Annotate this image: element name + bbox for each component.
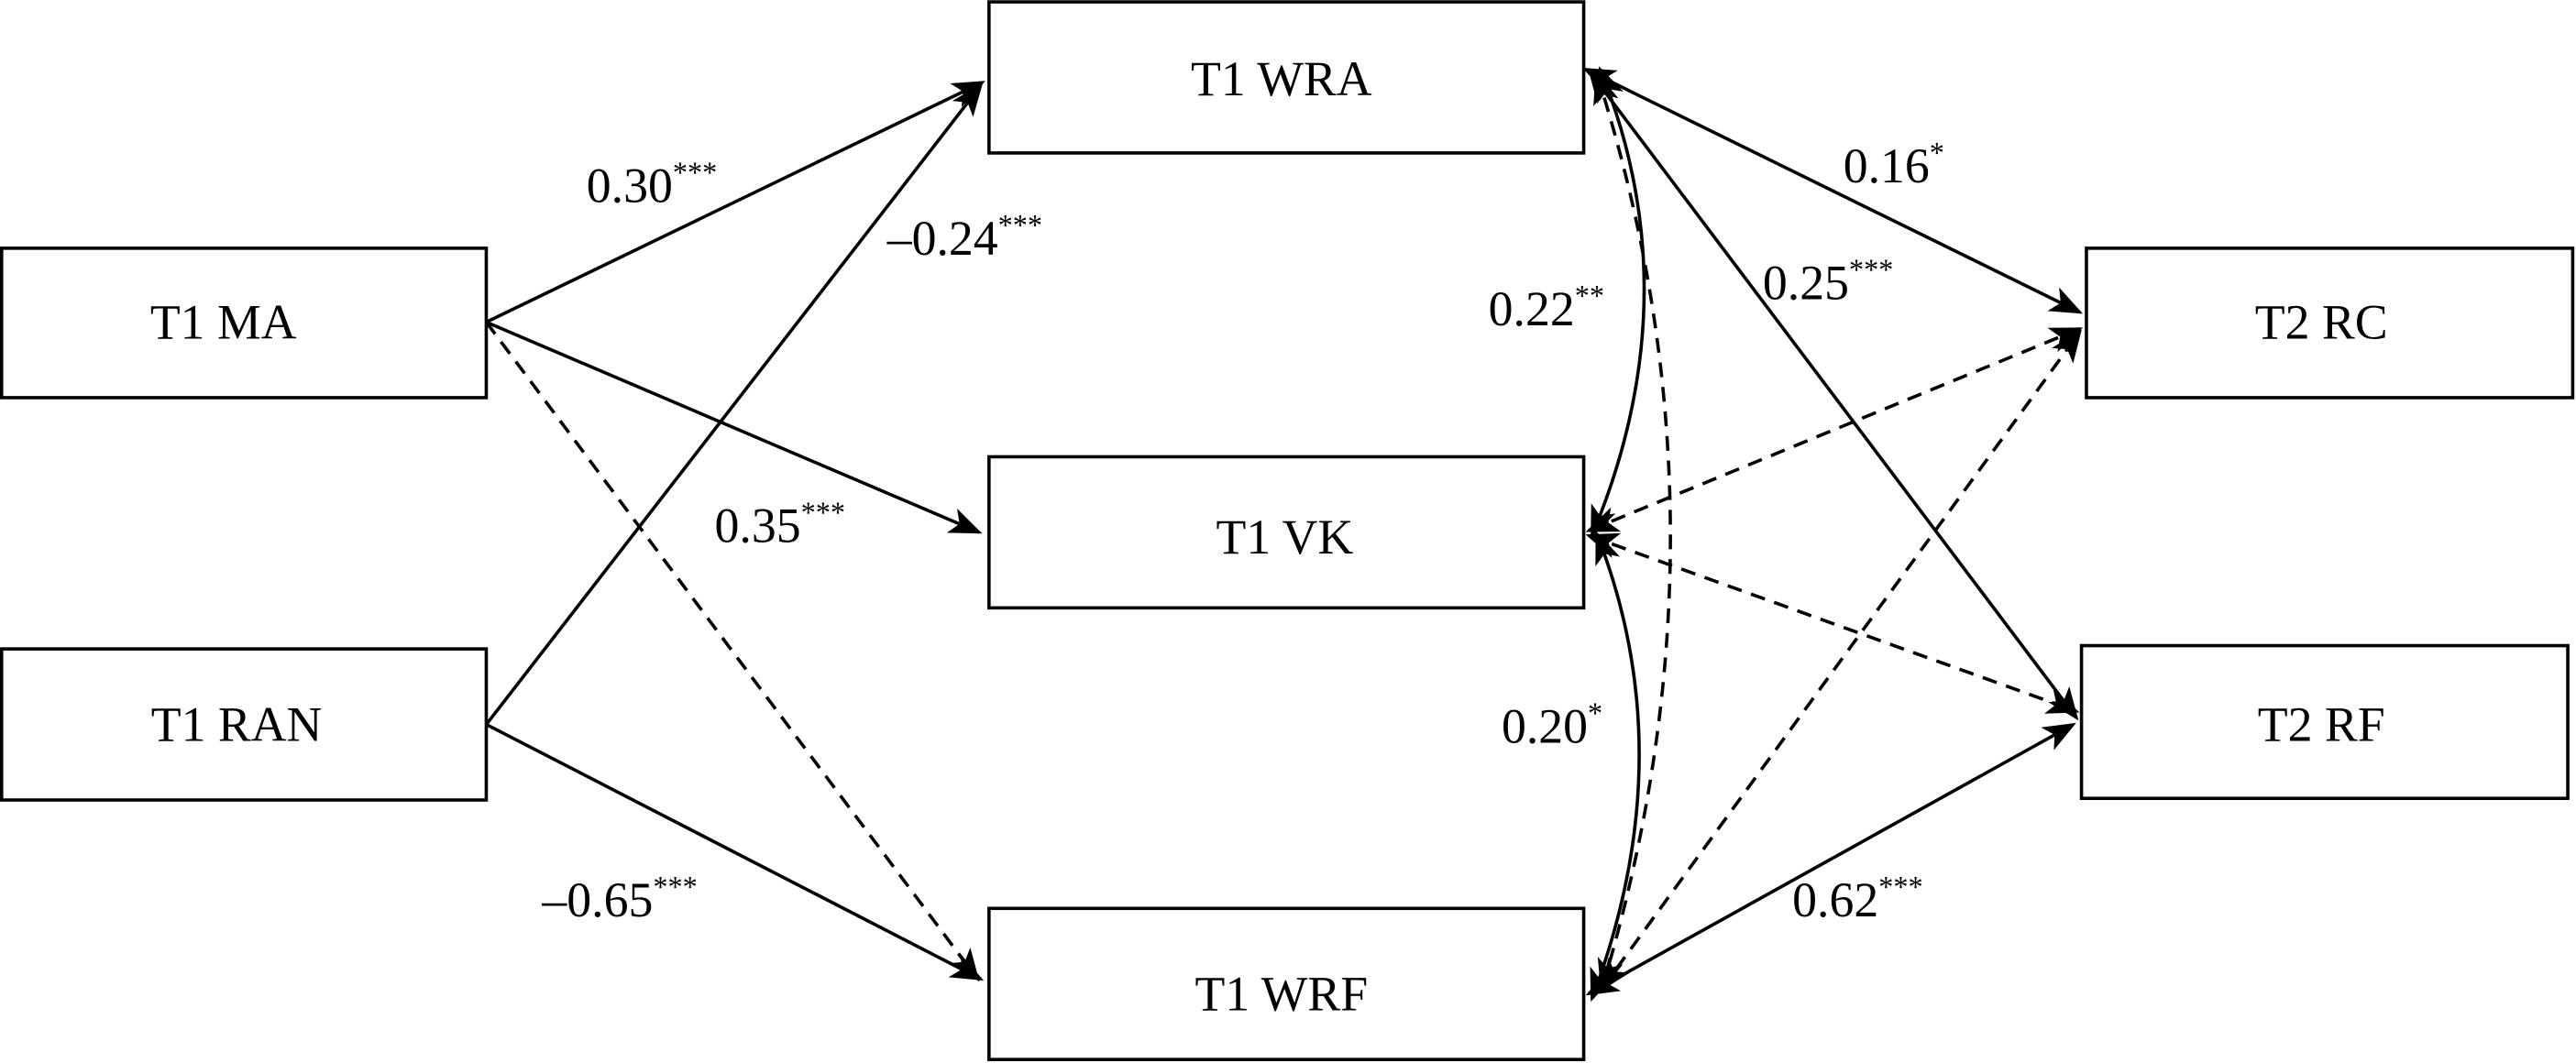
- edges: [485, 66, 2084, 1003]
- node-t1-wrf: T1 WRF: [987, 906, 1586, 1061]
- node-label: T1 RAN: [151, 696, 323, 751]
- edge-ran-wra: [485, 82, 984, 726]
- edge-vk-rc: [1585, 327, 2084, 532]
- node-t2-rc: T2 RC: [2085, 247, 2575, 400]
- edge-ran-wrf: [485, 722, 985, 981]
- edge-vk-wrf-cov: [1590, 531, 1641, 1003]
- node-t1-ma: T1 MA: [0, 247, 489, 400]
- coef-wrf-rf: 0.62***: [1792, 871, 1922, 928]
- coef-vk-wrf: 0.20*: [1502, 696, 1602, 754]
- node-t1-wra: T1 WRA: [987, 0, 1586, 155]
- node-label: T1 MA: [150, 294, 297, 349]
- coef-wra-rf: 0.25***: [1763, 253, 1893, 311]
- edge-wra-vk-cov: [1590, 66, 1646, 539]
- node-t1-ran: T1 RAN: [0, 647, 489, 802]
- edge-ma-vk: [485, 320, 983, 534]
- coef-ran-wra: –0.24***: [886, 209, 1042, 267]
- edge-ma-wra: [485, 81, 985, 324]
- edge-ma-wrf: [485, 321, 980, 982]
- node-label: T2 RC: [2255, 294, 2388, 349]
- node-label: T2 RF: [2258, 696, 2385, 751]
- edge-wra-wrf: [1593, 71, 1672, 992]
- coef-ran-wrf: –0.65***: [541, 871, 697, 928]
- edge-wrf-rc: [1600, 329, 2082, 992]
- edge-wrf-rf: [1585, 722, 2076, 996]
- coef-wra-rc: 0.16*: [1844, 137, 1944, 194]
- node-label: T1 VK: [1216, 510, 1354, 564]
- node-t1-vk: T1 VK: [987, 455, 1586, 610]
- coef-ma-wra: 0.30***: [587, 156, 717, 214]
- node-t2-rf: T2 RF: [2079, 643, 2570, 801]
- coef-ma-vk: 0.35***: [715, 496, 845, 553]
- node-label: T1 WRA: [1191, 51, 1372, 106]
- coef-wra-vk: 0.22**: [1489, 279, 1604, 337]
- node-label: T1 WRF: [1195, 966, 1369, 1021]
